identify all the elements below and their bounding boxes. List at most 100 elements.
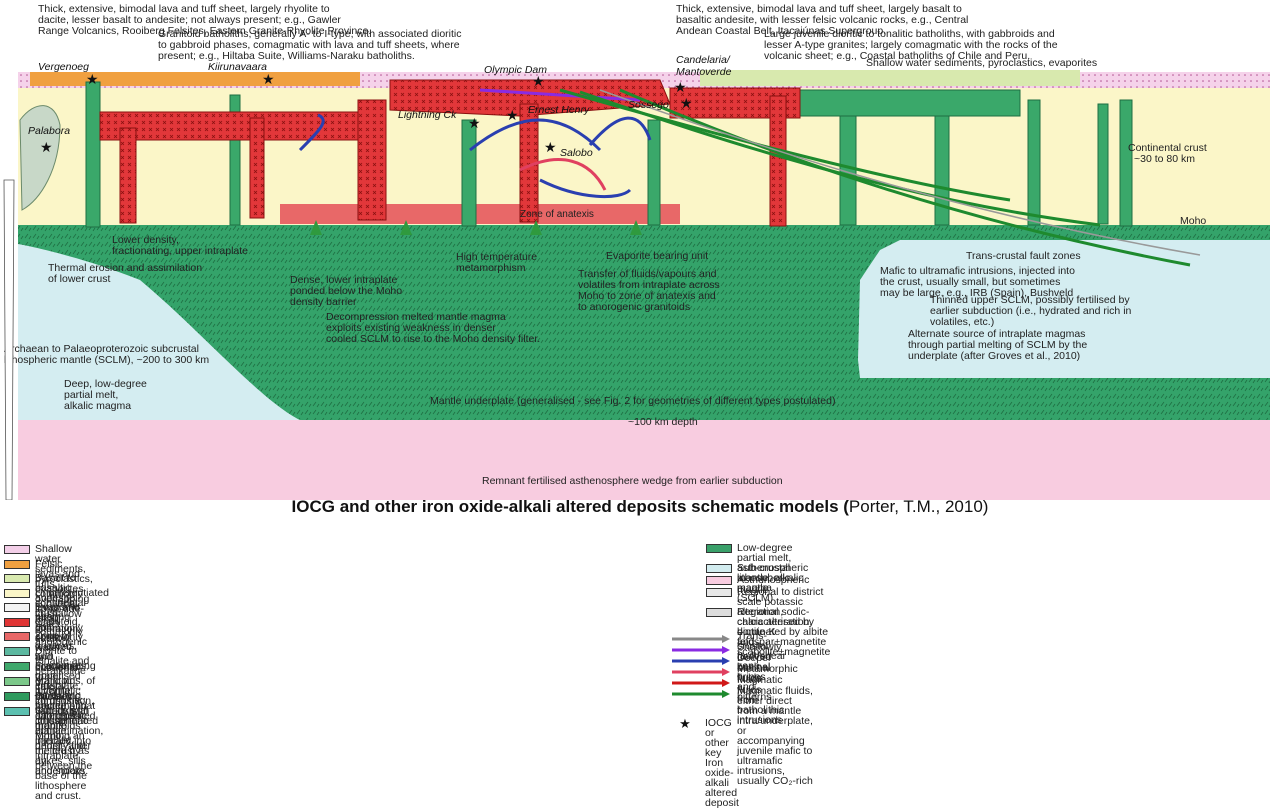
- svg-text:Large juvenile dioritic to ton: Large juvenile dioritic to tonalitic bat…: [764, 28, 1055, 40]
- legend-text: Sub-crustal lithospheric mantle, partial…: [35, 705, 89, 777]
- svg-text:★: ★: [532, 74, 545, 90]
- legend-swatch: [4, 618, 30, 627]
- legend-swatch: [4, 574, 30, 583]
- svg-text:★: ★: [86, 72, 99, 88]
- legend-text: Deeper basinal fluids: [737, 652, 772, 684]
- svg-text:Andean Coastal Belt, Itacaiúna: Andean Coastal Belt, Itacaiúnas Supergro…: [676, 25, 886, 37]
- svg-text:the crust, usually small, but: the crust, usually small, but sometimes: [880, 276, 1060, 288]
- svg-text:may be large, e.g., IRB (Spain: may be large, e.g., IRB (Spain), Bushvel…: [880, 287, 1073, 299]
- schematic-diagram: ★★★ ★★★ ★★★ Vergenoeg Kiirunavaara Palab…: [3, 3, 1270, 500]
- svg-text:Thinned upper SCLM, possibly f: Thinned upper SCLM, possibly fertilised …: [930, 294, 1130, 306]
- legend-swatch: [706, 544, 732, 553]
- legend-swatch: [4, 589, 30, 598]
- caption-citation: Porter, T.M., 2010): [848, 497, 989, 516]
- svg-text:density barrier: density barrier: [290, 296, 357, 308]
- legend-arrow-icon: [670, 686, 732, 698]
- svg-text:to anorogenic granitoids: to anorogenic granitoids: [578, 301, 690, 313]
- svg-text:Range Volcanics, Rooiberg Fels: Range Volcanics, Rooiberg Felsites, East…: [38, 25, 371, 37]
- legend-swatch: [706, 588, 732, 597]
- legend-text: IOCG or other key Iron oxide-alkali alte…: [705, 717, 739, 809]
- legend-item: Granitoid, commonly anorogenic: [4, 617, 87, 647]
- deposit-label: Kiirunavaara: [208, 61, 267, 73]
- svg-text:Continental crust: Continental crust: [1128, 142, 1207, 154]
- svg-text:cooled SCLM to rise to the Moh: cooled SCLM to rise to the Moho density …: [326, 333, 540, 345]
- legend-arrow-icon: [670, 631, 732, 643]
- svg-text:to gabbroid phases, comagmatic: to gabbroid phases, comagmatic with lava…: [158, 39, 460, 51]
- svg-text:lithospheric mantle (SCLM), ~2: lithospheric mantle (SCLM), ~200 to 300 …: [4, 354, 209, 366]
- svg-text:dacite, lesser basalt to andes: dacite, lesser basalt to andesite; not a…: [38, 14, 341, 26]
- svg-text:Moho to zone of anatexis and: Moho to zone of anatexis and: [578, 290, 716, 302]
- callout-deep: Deep, low-degree partial melt, alkalic m…: [64, 378, 147, 412]
- legend-swatch: [4, 662, 30, 671]
- svg-text:alkalic magma: alkalic magma: [64, 400, 131, 412]
- callout-anatexis: Zone of anatexis: [520, 209, 594, 220]
- legend-text: Sub-crustal lithospheric mantle (SCLM): [737, 562, 791, 604]
- svg-text:through partial melting of SCL: through partial melting of SCLM by the: [908, 339, 1087, 351]
- legend-item: Evaporite bearing unit, commonly leached…: [4, 602, 83, 702]
- svg-text:Deep, low-degree: Deep, low-degree: [64, 378, 147, 390]
- legend-item: Undifferentiated continental crust: [4, 588, 109, 618]
- callout-thinned: Thinned upper SCLM, possibly fertilised …: [930, 294, 1132, 328]
- legend-text: Undifferentiated continental crust: [35, 587, 109, 619]
- svg-text:★: ★: [544, 140, 557, 156]
- callout-dense: Dense, lower intraplate ponded below the…: [290, 274, 402, 308]
- legend-arrow-icon: [670, 642, 732, 654]
- svg-text:★: ★: [680, 96, 693, 112]
- callout-high-temp: High temperature metamorphism: [456, 251, 537, 274]
- legend-item: Deeper basinal fluids: [670, 653, 771, 683]
- figure-caption: IOCG and other iron oxide-alkali altered…: [0, 497, 1280, 517]
- upward-arrows: [310, 220, 642, 235]
- svg-text:Thermal erosion and assimilati: Thermal erosion and assimilation: [48, 262, 202, 274]
- legend-arrow-icon: [670, 653, 732, 665]
- svg-text:Dense, lower intraplate: Dense, lower intraplate: [290, 274, 398, 286]
- legend-swatch: [4, 692, 30, 701]
- callout-trans-crustal: Trans-crustal fault zones: [966, 250, 1081, 262]
- deposit-label: Vergenoeg: [38, 61, 89, 73]
- callout-juvenile: Large juvenile dioritic to tonalitic bat…: [764, 28, 1058, 62]
- legend-item: Trans-crustal fault/shear zone: [670, 631, 786, 671]
- callout-continental: Continental crust ~30 to 80 km: [1128, 142, 1207, 165]
- svg-text:exploits existing weakness in: exploits existing weakness in denser: [326, 322, 496, 334]
- legend-item: Shallow water sediments, pyroclastics, e…: [4, 544, 93, 644]
- legend-item: Regional sodic-calcic alteration, domina…: [706, 607, 830, 657]
- svg-text:volatiles from intraplate acro: volatiles from intraplate across: [578, 279, 720, 291]
- svg-text:underplate (after Groves et al: underplate (after Groves et al., 2010): [908, 350, 1080, 362]
- basalt-sheet: [700, 70, 1080, 86]
- svg-text:Lower density,: Lower density,: [112, 234, 179, 246]
- svg-text:High temperature: High temperature: [456, 251, 537, 263]
- callout-lower-density: Lower density, fractionating, upper intr…: [112, 234, 248, 257]
- legend-swatch: [4, 647, 30, 656]
- svg-text:★: ★: [506, 108, 519, 124]
- palabora-plume: [19, 105, 61, 211]
- legend-swatch: [4, 545, 30, 554]
- legend-swatch: [4, 560, 30, 569]
- legend-text: Regional to district scale potassic alte…: [737, 586, 827, 648]
- felsic-lava-sheet: [30, 72, 360, 86]
- legend-item: Shallowly derived basinal brines and bit…: [670, 642, 781, 702]
- svg-text:volatiles, etc.): volatiles, etc.): [930, 316, 994, 328]
- legend-item: ★IOCG or other key Iron oxide-alkali alt…: [670, 717, 739, 809]
- svg-text:present; e.g., Hiltaba Suite,: present; e.g., Hiltaba Suite, Williams-N…: [158, 50, 415, 62]
- callout-top-left: Thick, extensive, bimodal lava and tuff …: [38, 3, 371, 37]
- deposit-label: Salobo: [560, 147, 593, 159]
- deposit-label: Lightning Ck: [398, 109, 457, 121]
- legend-swatch: [4, 677, 30, 686]
- legend-text: Trans-crustal fault/shear zone: [737, 630, 787, 672]
- svg-text:fractionating, upper intraplat: fractionating, upper intraplate: [112, 245, 248, 257]
- caption-title: IOCG and other iron oxide-alkali altered…: [291, 497, 849, 516]
- deposit-stars: ★★★ ★★★ ★★★: [40, 72, 693, 156]
- svg-text:earlier subduction (i.e., hydr: earlier subduction (i.e., hydrated and r…: [930, 305, 1132, 317]
- svg-text:lesser A-type granites; largel: lesser A-type granites; largely comagmat…: [764, 39, 1058, 51]
- svg-text:~30 to 80 km: ~30 to 80 km: [1134, 153, 1195, 165]
- legend-item: Metamorphic fluids: [670, 664, 798, 684]
- legend-item: Sub-crustal lithospheric mantle (SCLM): [706, 563, 790, 603]
- legend-swatch: [706, 564, 732, 573]
- svg-text:metamorphism: metamorphism: [456, 262, 526, 274]
- callout-thermal: Thermal erosion and assimilation of lowe…: [48, 262, 202, 285]
- legend-text: Asthenospheric mantle: [737, 574, 810, 596]
- callout-transfer: Transfer of fluids/vapours and volatiles…: [578, 268, 720, 313]
- legend-swatch: [706, 608, 732, 617]
- svg-text:★: ★: [40, 140, 53, 156]
